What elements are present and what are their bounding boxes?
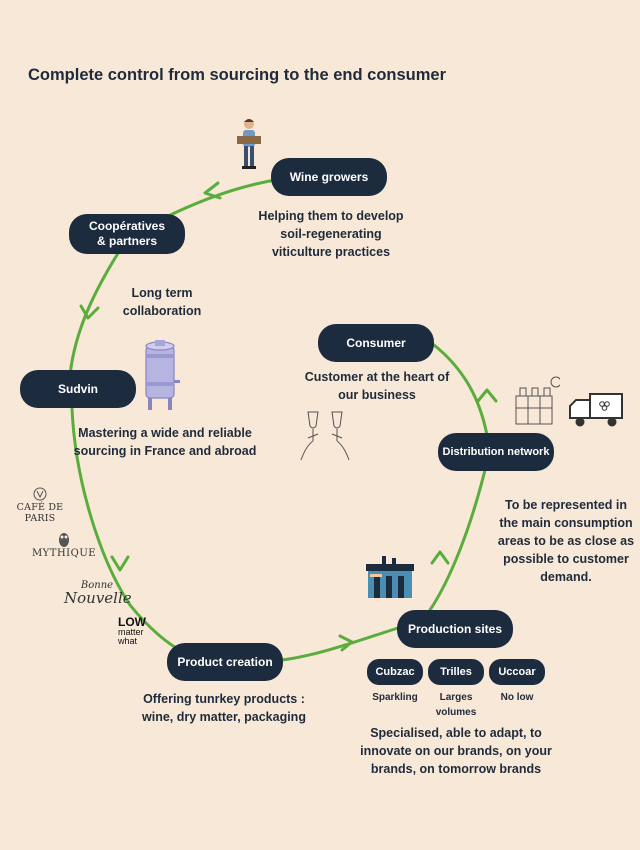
desc-cooperatives: Long term collaboration	[122, 286, 202, 318]
node-production-sites: Production sites	[397, 610, 513, 648]
brand-bonne-nouvelle: Bonne Nouvelle	[64, 580, 132, 607]
site-label-cubzac: Sparkling	[372, 692, 418, 703]
brand-cafe-de-paris: CAFÉ DE PARIS	[4, 486, 76, 524]
arrowhead	[203, 181, 222, 200]
factory-icon	[366, 556, 414, 598]
farmer-icon	[237, 119, 261, 169]
desc-consumer: Customer at the heart of our business	[304, 370, 450, 402]
node-cooperatives: Coopératives & partners	[69, 214, 185, 254]
crest-icon	[33, 487, 47, 501]
brand-low-matter-what: LOW matter what	[118, 615, 146, 646]
desc-wine-growers: Helping them to develop soil-regeneratin…	[258, 209, 404, 259]
site-trilles: Trilles	[428, 659, 484, 685]
desc-distribution-network: To be represented in the main consumptio…	[497, 498, 635, 584]
desc-production-sites: Specialised, able to adapt, to innovate …	[360, 726, 552, 776]
warehouse-icon	[515, 376, 560, 425]
arrowhead	[79, 304, 100, 320]
node-sudvin: Sudvin	[20, 370, 136, 408]
brand-mythique: MYTHIQUE	[30, 530, 98, 559]
desc-product-creation: Offering tunrkey products : wine, dry ma…	[142, 692, 306, 724]
toasting-glasses-icon	[300, 411, 350, 461]
arrowhead	[110, 555, 130, 572]
arrowhead	[338, 634, 354, 652]
site-uccoar: Uccoar	[489, 659, 545, 685]
node-wine-growers: Wine growers	[271, 158, 387, 196]
arrowhead	[476, 388, 498, 403]
desc-sudvin: Mastering a wide and reliable sourcing i…	[73, 426, 257, 458]
node-consumer: Consumer	[318, 324, 434, 362]
page-title: Complete control from sourcing to the en…	[28, 66, 447, 84]
delivery-truck-icon	[569, 393, 623, 427]
node-product-creation: Product creation	[167, 643, 283, 681]
owl-icon	[59, 533, 69, 547]
site-label-uccoar: No low	[500, 692, 534, 703]
wine-vat-icon	[145, 340, 180, 410]
site-cubzac: Cubzac	[367, 659, 423, 685]
arrowhead	[430, 550, 450, 565]
node-distribution-network: Distribution network	[438, 433, 554, 471]
site-label-trilles: Larges volumes	[435, 692, 477, 718]
